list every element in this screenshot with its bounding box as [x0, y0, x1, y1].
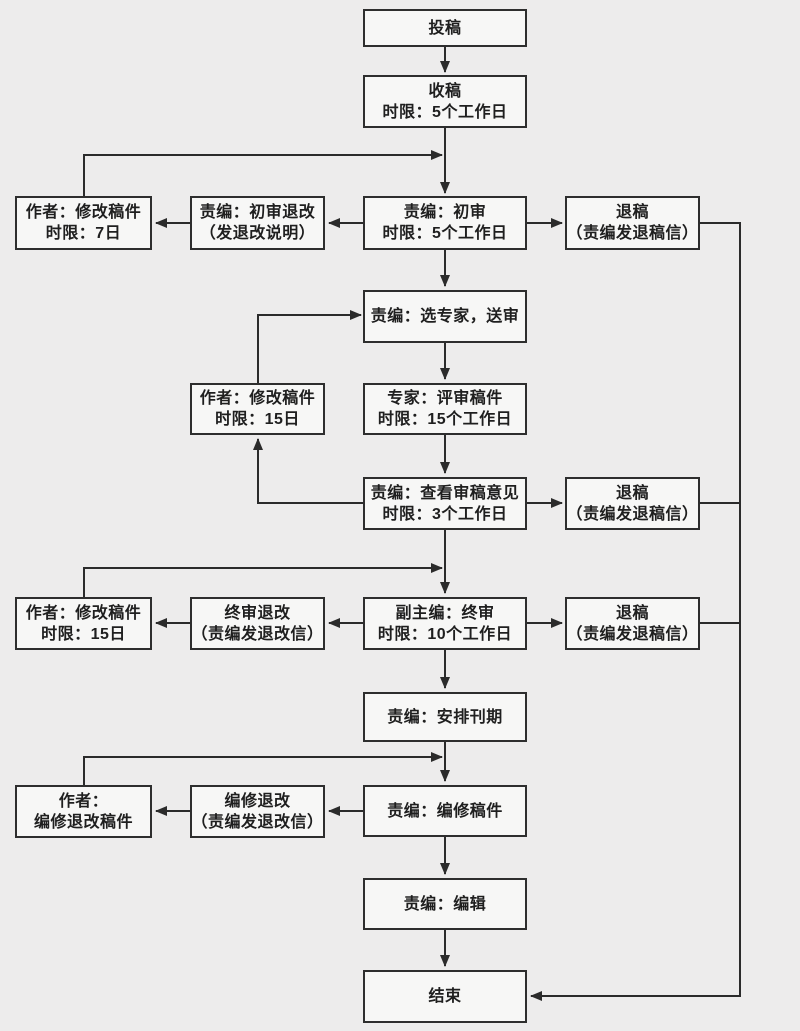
node-label-line: 收稿: [428, 82, 462, 100]
node-edit-return: 编修退改 （责编发退改信）: [190, 785, 325, 838]
node-label-line: （责编发退稿信）: [566, 225, 699, 242]
node-first-review: 责编：初审 时限：5个工作日: [363, 196, 527, 250]
node-label-line: 投稿: [428, 19, 462, 37]
node-label-line: 责编：选专家，送审: [370, 308, 520, 325]
node-label-line: （发退改说明）: [199, 225, 316, 242]
edge-author-7d-back-to-first-review: [83, 150, 443, 196]
edge-author-edit-back-to-edit-manuscript: [83, 752, 443, 785]
node-label-line: 作者：修改稿件: [25, 204, 142, 221]
node-submit: 投稿: [363, 9, 527, 47]
node-label-line: 结束: [428, 988, 462, 1005]
node-label-line: 专家：评审稿件: [387, 390, 503, 407]
node-label-line: 时限：3个工作日: [382, 505, 508, 523]
node-label-line: 责编：初审: [403, 204, 487, 221]
node-author-revise-15d-final: 作者：修改稿件 时限：15日: [15, 597, 152, 650]
node-label-line: 时限：10个工作日: [377, 625, 513, 643]
node-label-line: 时限：5个工作日: [382, 225, 508, 242]
node-label-line: 责编：查看审稿意见: [370, 484, 520, 502]
node-label-line: （责编发退稿信）: [566, 505, 699, 523]
node-label-line: 终审退改: [224, 604, 291, 622]
node-editing: 责编：编辑: [363, 878, 527, 930]
node-select-expert: 责编：选专家，送审: [363, 290, 527, 343]
node-receive: 收稿 时限：5个工作日: [363, 75, 527, 128]
node-reject-after-first-review: 退稿 （责编发退稿信）: [565, 196, 700, 250]
node-label-line: （责编发退稿信）: [566, 625, 699, 643]
node-label-line: 时限：15日: [215, 411, 300, 428]
node-label-line: 时限：15个工作日: [377, 411, 513, 428]
node-author-edit-revise: 作者： 编修退改稿件: [15, 785, 152, 838]
node-schedule-issue: 责编：安排刊期: [363, 692, 527, 742]
node-label-line: 责编：初审退改: [199, 204, 316, 221]
node-expert-review: 专家：评审稿件 时限：15个工作日: [363, 383, 527, 435]
node-edit-manuscript: 责编：编修稿件: [363, 785, 527, 837]
node-label-line: （责编发退改信）: [191, 813, 324, 831]
node-label-line: 退稿: [615, 204, 649, 221]
node-final-review-return: 终审退改 （责编发退改信）: [190, 597, 325, 650]
node-label-line: 编修退改稿件: [33, 813, 133, 831]
node-label-line: 退稿: [615, 604, 649, 622]
node-check-review-opinions: 责编：查看审稿意见 时限：3个工作日: [363, 477, 527, 530]
node-first-review-return: 责编：初审退改 （发退改说明）: [190, 196, 325, 250]
node-reject-after-final-review: 退稿 （责编发退稿信）: [565, 597, 700, 650]
node-reject-after-expert-review: 退稿 （责编发退稿信）: [565, 477, 700, 530]
node-label-line: 时限：5个工作日: [382, 103, 508, 121]
node-label-line: 责编：编修稿件: [387, 802, 503, 820]
node-label-line: 作者：修改稿件: [199, 390, 316, 407]
node-label-line: 责编：编辑: [403, 895, 487, 913]
edge-author-15d-back-to-select-expert: [257, 310, 362, 383]
node-label-line: 责编：安排刊期: [387, 708, 503, 726]
node-label-line: 副主编：终审: [395, 604, 495, 622]
node-author-revise-15d: 作者：修改稿件 时限：15日: [190, 383, 325, 435]
node-final-review: 副主编：终审 时限：10个工作日: [363, 597, 527, 650]
node-label-line: 时限：15日: [41, 625, 126, 643]
node-label-line: 作者：修改稿件: [25, 604, 142, 622]
node-label-line: 退稿: [615, 484, 649, 502]
edge-check-opinions-to-author-15d: [253, 438, 363, 504]
edge-author-15d-final-back-to-final-review: [83, 563, 443, 597]
node-label-line: 时限：7日: [45, 225, 122, 242]
node-label-line: （责编发退改信）: [191, 625, 324, 643]
node-end: 结束: [363, 970, 527, 1023]
node-author-revise-7d: 作者：修改稿件 时限：7日: [15, 196, 152, 250]
node-label-line: 编修退改: [224, 792, 291, 810]
node-label-line: 作者：: [58, 792, 109, 810]
